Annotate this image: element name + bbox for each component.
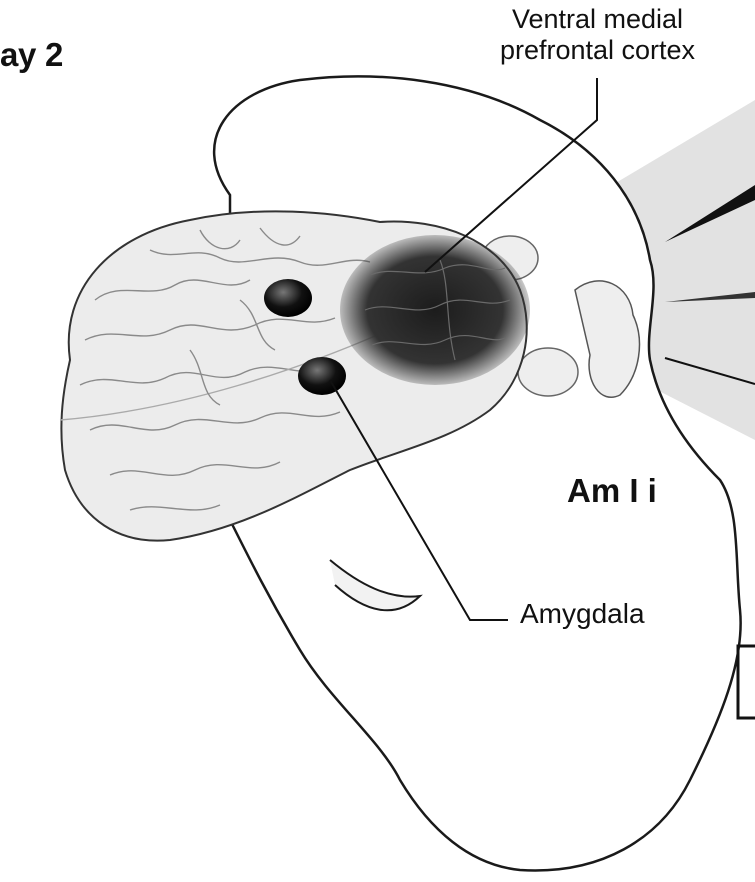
partial-box [738,646,755,718]
upper-node-marker [264,279,312,317]
vmpfc-label: Ventral medial prefrontal cortex [440,4,755,66]
amygdala-marker [298,357,346,395]
cheek-bump [518,348,578,396]
amygdala-label: Amygdala [520,598,645,630]
vmpfc-region [340,235,530,385]
vmpfc-label-line-2: prefrontal cortex [440,35,755,66]
vmpfc-label-line-1: Ventral medial [440,4,755,35]
question-text: Am I i [567,472,657,510]
figure-heading: ay 2 [0,36,63,74]
